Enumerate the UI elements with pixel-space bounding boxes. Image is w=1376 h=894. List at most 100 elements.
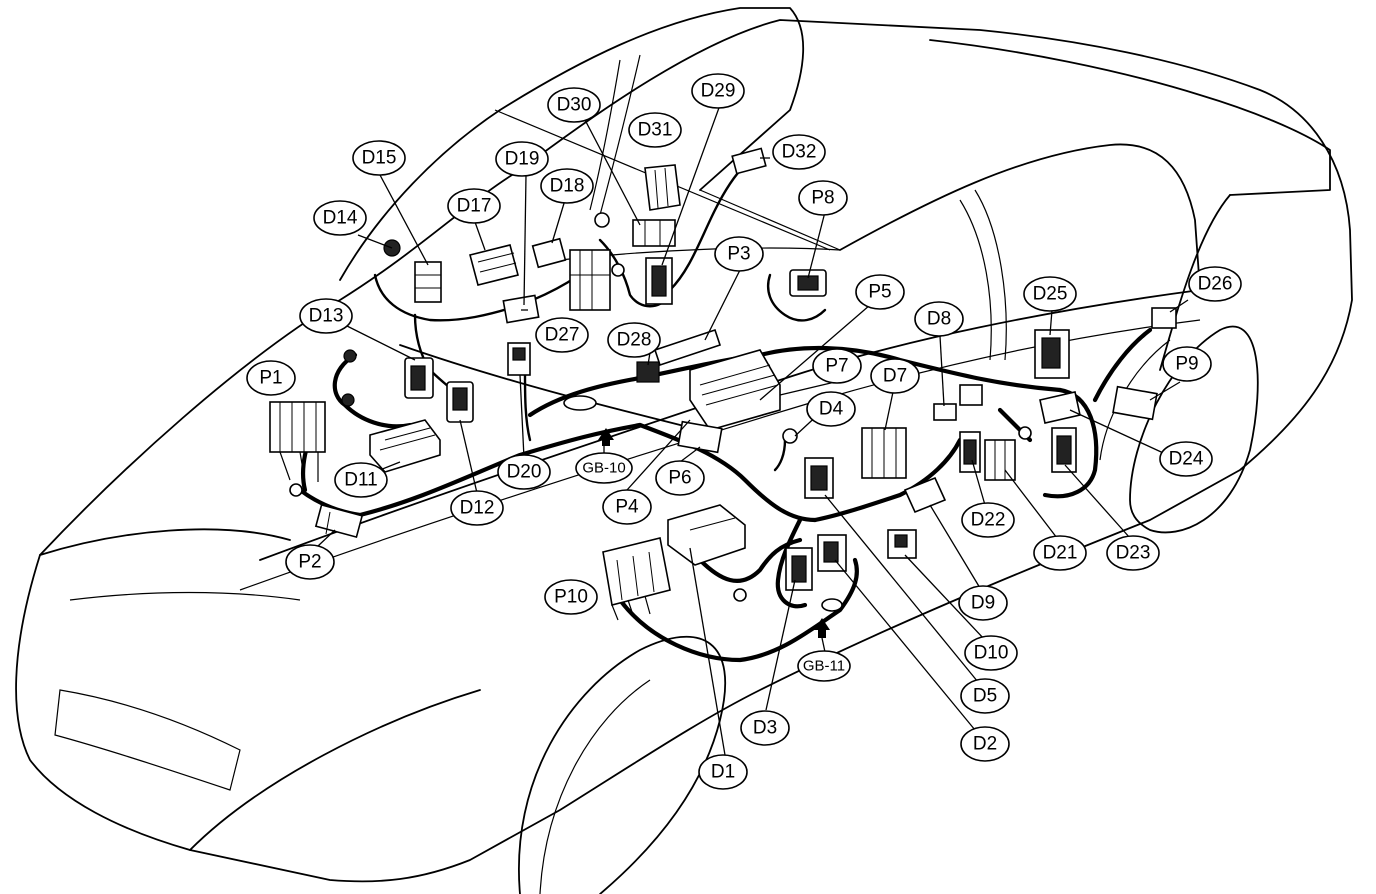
callouts: D14 D15 D17 D19 D18 D30 D29 D31 D32 P8 P… <box>246 73 1242 790</box>
callout-d31: D31 <box>628 112 682 148</box>
callout-d30: D30 <box>547 87 601 123</box>
callout-d22: D22 <box>961 502 1015 538</box>
callout-d26-text: D26 <box>1198 274 1233 295</box>
connector-d32 <box>731 147 767 175</box>
connector-d5 <box>804 457 834 499</box>
connector-d23 <box>1051 427 1077 473</box>
callout-d13: D13 <box>299 298 353 334</box>
callout-d19-text: D19 <box>505 149 540 170</box>
central-connector-block <box>689 349 781 431</box>
callout-d22-text: D22 <box>971 510 1006 531</box>
callout-d8: D8 <box>914 301 964 337</box>
connector-d20 <box>507 342 531 376</box>
callout-p10-text: P10 <box>554 587 588 608</box>
callout-d11: D11 <box>334 462 388 498</box>
callout-p8: P8 <box>798 180 848 216</box>
callout-d2-text: D2 <box>973 734 997 755</box>
callout-d20: D20 <box>497 454 551 490</box>
callout-gb11-text: GB-11 <box>803 658 845 675</box>
callout-p6: P6 <box>655 460 705 496</box>
connector-d27 <box>502 294 540 324</box>
callout-d21: D21 <box>1033 535 1087 571</box>
clip-2 <box>341 393 355 407</box>
callout-d27: D27 <box>535 317 589 353</box>
connector-d3 <box>785 547 813 591</box>
callout-d10-text: D10 <box>974 643 1009 664</box>
connector-d21 <box>984 439 1016 481</box>
callout-d9-text: D9 <box>971 593 995 614</box>
callout-d29-text: D29 <box>701 81 736 102</box>
callout-p3-text: P3 <box>727 244 750 265</box>
clip-6 <box>594 212 610 228</box>
clip-1 <box>343 349 357 363</box>
connector-d10 <box>887 529 917 559</box>
callout-d31-text: D31 <box>638 120 673 141</box>
connector-d4 <box>782 428 798 444</box>
connector-p3 <box>653 328 722 367</box>
callout-d18-text: D18 <box>550 176 585 197</box>
clip-4 <box>733 588 747 602</box>
callout-d18: D18 <box>540 168 594 204</box>
callout-d7: D7 <box>870 358 920 394</box>
callout-d4-text: D4 <box>819 399 844 420</box>
callout-d8-text: D8 <box>927 309 951 330</box>
callout-d4: D4 <box>806 391 856 427</box>
callout-d23-text: D23 <box>1116 543 1151 564</box>
connector-d31 <box>644 164 681 211</box>
clip-7 <box>611 263 625 277</box>
callout-d5: D5 <box>960 678 1010 714</box>
callout-d3-text: D3 <box>753 718 777 739</box>
connector-p1 <box>269 401 326 483</box>
callout-d21-text: D21 <box>1043 543 1078 564</box>
callout-d1: D1 <box>698 754 748 790</box>
callout-p8-text: P8 <box>811 188 834 209</box>
callout-gb11: GB-11 <box>797 650 851 682</box>
callout-d10: D10 <box>964 635 1018 671</box>
connector-p9 <box>1112 385 1158 421</box>
callout-gb10-text: GB-10 <box>582 460 625 477</box>
callout-p7-text: P7 <box>825 356 848 377</box>
callout-p7: P7 <box>812 348 862 384</box>
callout-p9: P9 <box>1162 346 1212 382</box>
callout-p3: P3 <box>714 236 764 272</box>
callout-gb10: GB-10 <box>575 452 633 484</box>
ground-point-gb10 <box>563 395 614 446</box>
connector-d22 <box>959 431 981 473</box>
callout-p2: P2 <box>285 544 335 580</box>
connector-d1 <box>667 504 746 566</box>
callout-d2: D2 <box>960 726 1010 762</box>
connector-p8 <box>789 269 827 297</box>
callout-d13-text: D13 <box>309 306 344 327</box>
callout-d25: D25 <box>1023 276 1077 312</box>
connector-d15 <box>414 261 442 303</box>
callout-d15: D15 <box>352 140 406 176</box>
connector-d26 <box>1151 307 1177 329</box>
connector-d9 <box>903 476 947 514</box>
connector-d18 <box>531 237 567 269</box>
callout-d17-text: D17 <box>457 196 492 217</box>
callout-d24: D24 <box>1159 441 1213 477</box>
connector-d8 <box>933 384 983 421</box>
callout-d28-text: D28 <box>617 330 652 351</box>
callout-p2-text: P2 <box>298 552 321 573</box>
callout-d17: D17 <box>447 188 501 224</box>
callout-p6-text: P6 <box>668 468 691 489</box>
connector-p10 <box>602 537 671 621</box>
ground-point-gb11 <box>814 598 843 638</box>
clip-5 <box>1018 426 1032 440</box>
connector-d24 <box>1039 391 1081 424</box>
connector-d7 <box>861 427 907 479</box>
callout-d32-text: D32 <box>782 142 817 163</box>
callout-d27-text: D27 <box>545 325 580 346</box>
callout-d7-text: D7 <box>883 366 907 387</box>
connector-p2 <box>314 503 364 539</box>
callout-d25-text: D25 <box>1033 284 1068 305</box>
callout-d26: D26 <box>1188 266 1242 302</box>
callout-p1: P1 <box>246 360 296 396</box>
callout-d28: D28 <box>607 322 661 358</box>
callout-d11-text: D11 <box>344 470 377 491</box>
connector-d19 <box>569 249 611 311</box>
callout-p9-text: P9 <box>1175 354 1198 375</box>
leader-lines <box>317 104 1189 756</box>
